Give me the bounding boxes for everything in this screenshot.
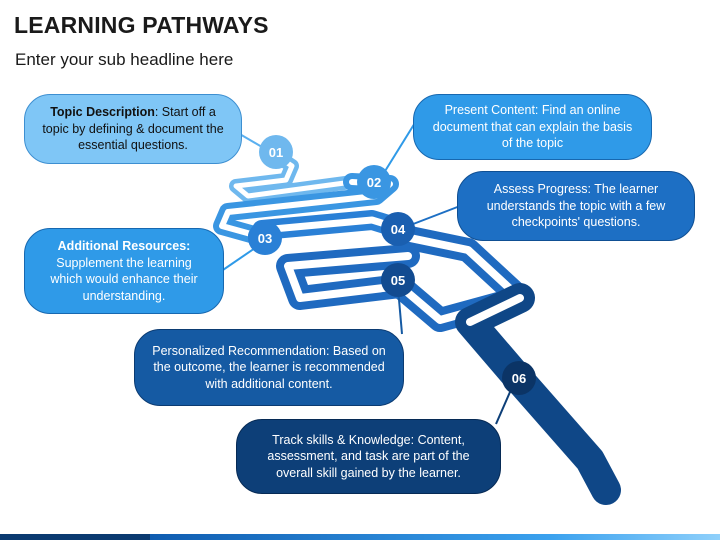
footer-bar-dark	[0, 534, 150, 540]
step-badge-02: 02	[357, 165, 391, 199]
footer-bar-gradient	[150, 534, 720, 540]
pathway-segment-4	[276, 216, 532, 332]
page-title: LEARNING PATHWAYS	[14, 12, 269, 38]
step-badge-04: 04	[381, 212, 415, 246]
connector-04	[407, 205, 461, 227]
step-number-03: 03	[258, 231, 272, 246]
step-badge-06: 06	[502, 361, 536, 395]
callout-present-content-text: Present Content: Find an online document…	[432, 103, 633, 151]
step-badge-01: 01	[259, 135, 293, 169]
step-number-04: 04	[391, 222, 406, 237]
connector-01	[237, 132, 263, 148]
callout-additional-resources-label: Additional Resources:	[57, 239, 191, 253]
step-number-02: 02	[367, 175, 381, 190]
callout-present-content: Present Content: Find an online document…	[413, 94, 652, 160]
step-number-06: 06	[512, 371, 526, 386]
connector-03	[219, 245, 259, 273]
callout-topic-description-text: : Start off a topic by defining & docume…	[42, 105, 224, 153]
pathway-segment-1	[229, 151, 359, 203]
connector-06	[495, 391, 511, 425]
callout-assess-progress: Assess Progress: The learner understands…	[457, 171, 695, 241]
callout-track-skills: Track skills & Knowledge: Content, asses…	[236, 419, 501, 494]
callout-track-skills-text: Track skills & Knowledge: Content, asses…	[267, 432, 470, 480]
callout-topic-description-label: Topic Description	[50, 105, 155, 120]
callout-additional-resources: Additional Resources: Supplement the lea…	[24, 228, 224, 314]
step-number-01: 01	[269, 145, 283, 160]
connector-02	[381, 117, 419, 177]
callout-personalized-recommendation-text: Personalized Recommendation: Based on th…	[152, 343, 386, 391]
callout-assess-progress-text: Assess Progress: The learner understands…	[486, 182, 666, 230]
callout-topic-description: Topic Description: Start off a topic by …	[24, 94, 242, 164]
step-number-05: 05	[391, 273, 405, 288]
step-badge-03: 03	[248, 221, 282, 255]
step-badge-05: 05	[381, 263, 415, 297]
callout-personalized-recommendation: Personalized Recommendation: Based on th…	[134, 329, 404, 406]
callout-additional-resources-text: Supplement the learning which would enha…	[50, 255, 198, 303]
page-subtitle: Enter your sub headline here	[15, 50, 234, 69]
